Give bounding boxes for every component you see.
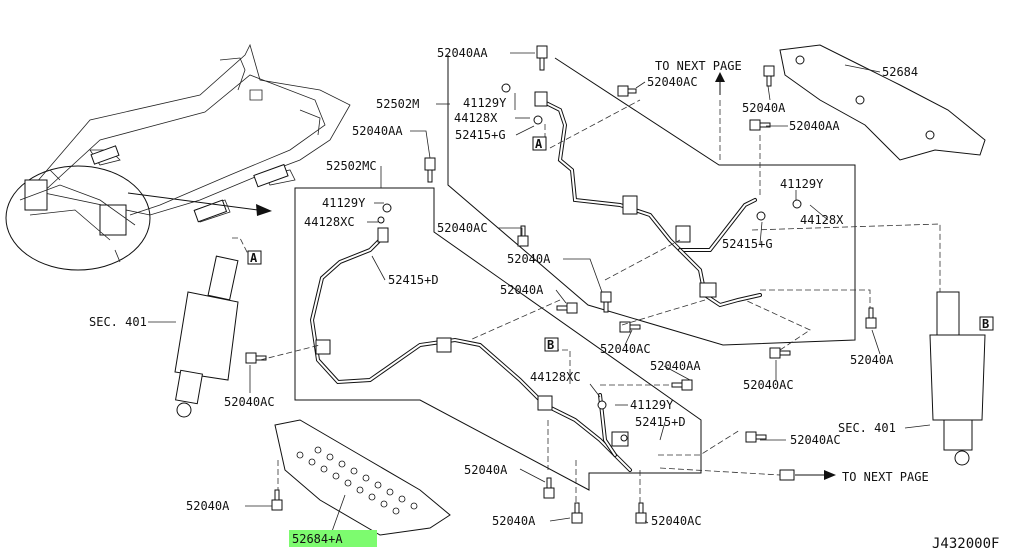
shock-absorber-left (174, 255, 239, 418)
label-44128X-a: 44128X (454, 111, 498, 125)
diagram-code: J432000F (932, 536, 999, 552)
label-52040A-topright: 52040A (742, 101, 786, 115)
dashed-lines (232, 99, 990, 505)
fittings (377, 83, 802, 442)
frame-box-52502M (447, 55, 856, 346)
shock-absorber-right (929, 291, 986, 466)
callout-B-mid: B (544, 337, 559, 352)
part-labels: 52040AA 52502M 41129Y 44128X 52415+G 520… (186, 46, 918, 546)
next-page-arrow-bottom (779, 469, 836, 481)
label-52040AC-top: 52040AC (647, 75, 698, 89)
pipe-52502M (534, 91, 762, 308)
label-44128XC-d: 44128XC (530, 370, 581, 384)
label-44128X-c: 44128X (800, 213, 844, 227)
label-52040AC-left: 52040AC (224, 395, 275, 409)
label-52040A-mid2: 52040A (500, 283, 544, 297)
label-52040AA-top: 52040AA (437, 46, 488, 60)
callout-B-right: B (979, 316, 994, 331)
label-52415G-c: 52415+G (722, 237, 773, 251)
detail-arrow (127, 192, 259, 211)
label-52684A: 52684+A (292, 532, 343, 546)
next-page-arrow-top (715, 72, 725, 95)
label-sec401-right: SEC. 401 (838, 421, 896, 435)
svg-text:A: A (535, 137, 543, 151)
label-52040AC-center: 52040AC (600, 342, 651, 356)
detail-arrow-head (256, 204, 272, 216)
label-52040A-bottomleft: 52040A (186, 499, 230, 513)
label-to-next-page-top: TO NEXT PAGE (655, 59, 742, 73)
label-52040AA-left: 52040AA (352, 124, 403, 138)
label-41129Y-c: 41129Y (780, 177, 824, 191)
label-to-next-page-bottom: TO NEXT PAGE (842, 470, 929, 484)
label-52415G-a: 52415+G (455, 128, 506, 142)
chassis-overview (29, 43, 351, 223)
label-52415D-b: 52415+D (388, 273, 439, 287)
label-52040AA-right: 52040AA (789, 119, 840, 133)
label-41129Y-b: 41129Y (322, 196, 366, 210)
leader-lines (148, 52, 931, 538)
detail-circle (5, 165, 151, 271)
label-52684: 52684 (882, 65, 918, 79)
reference-labels: SEC. 401 SEC. 401 TO NEXT PAGE TO NEXT P… (89, 59, 929, 484)
callout-A-left: A (247, 250, 262, 265)
svg-text:B: B (547, 338, 554, 352)
bolts (245, 45, 877, 524)
shield-52684A (274, 419, 451, 536)
label-52415D-d: 52415+D (635, 415, 686, 429)
label-52040A-bottom2: 52040A (492, 514, 536, 528)
label-44128XC-b: 44128XC (304, 215, 355, 229)
highlight-52684A (289, 530, 377, 547)
pipe-52502MC (309, 227, 632, 472)
svg-text:B: B (982, 317, 989, 331)
label-52040A-mid: 52040A (507, 252, 551, 266)
shield-52684 (779, 44, 986, 161)
label-52502MC: 52502MC (326, 159, 377, 173)
frame-box-52502MC (294, 187, 702, 491)
callout-A-upper: A (532, 136, 547, 151)
label-52040AC-bottom: 52040AC (651, 514, 702, 528)
label-52040AC-lowright: 52040AC (790, 433, 841, 447)
label-52040AC-mid: 52040AC (437, 221, 488, 235)
label-52502M: 52502M (376, 97, 419, 111)
label-41129Y-a: 41129Y (463, 96, 507, 110)
label-52040AC-right: 52040AC (743, 378, 794, 392)
detail-circle-contents (19, 169, 136, 263)
label-41129Y-d: 41129Y (630, 398, 674, 412)
label-52040A-bottom1: 52040A (464, 463, 508, 477)
label-sec401-left: SEC. 401 (89, 315, 147, 329)
label-52040A-right: 52040A (850, 353, 894, 367)
svg-text:A: A (250, 251, 258, 265)
label-52040AA-lower: 52040AA (650, 359, 701, 373)
